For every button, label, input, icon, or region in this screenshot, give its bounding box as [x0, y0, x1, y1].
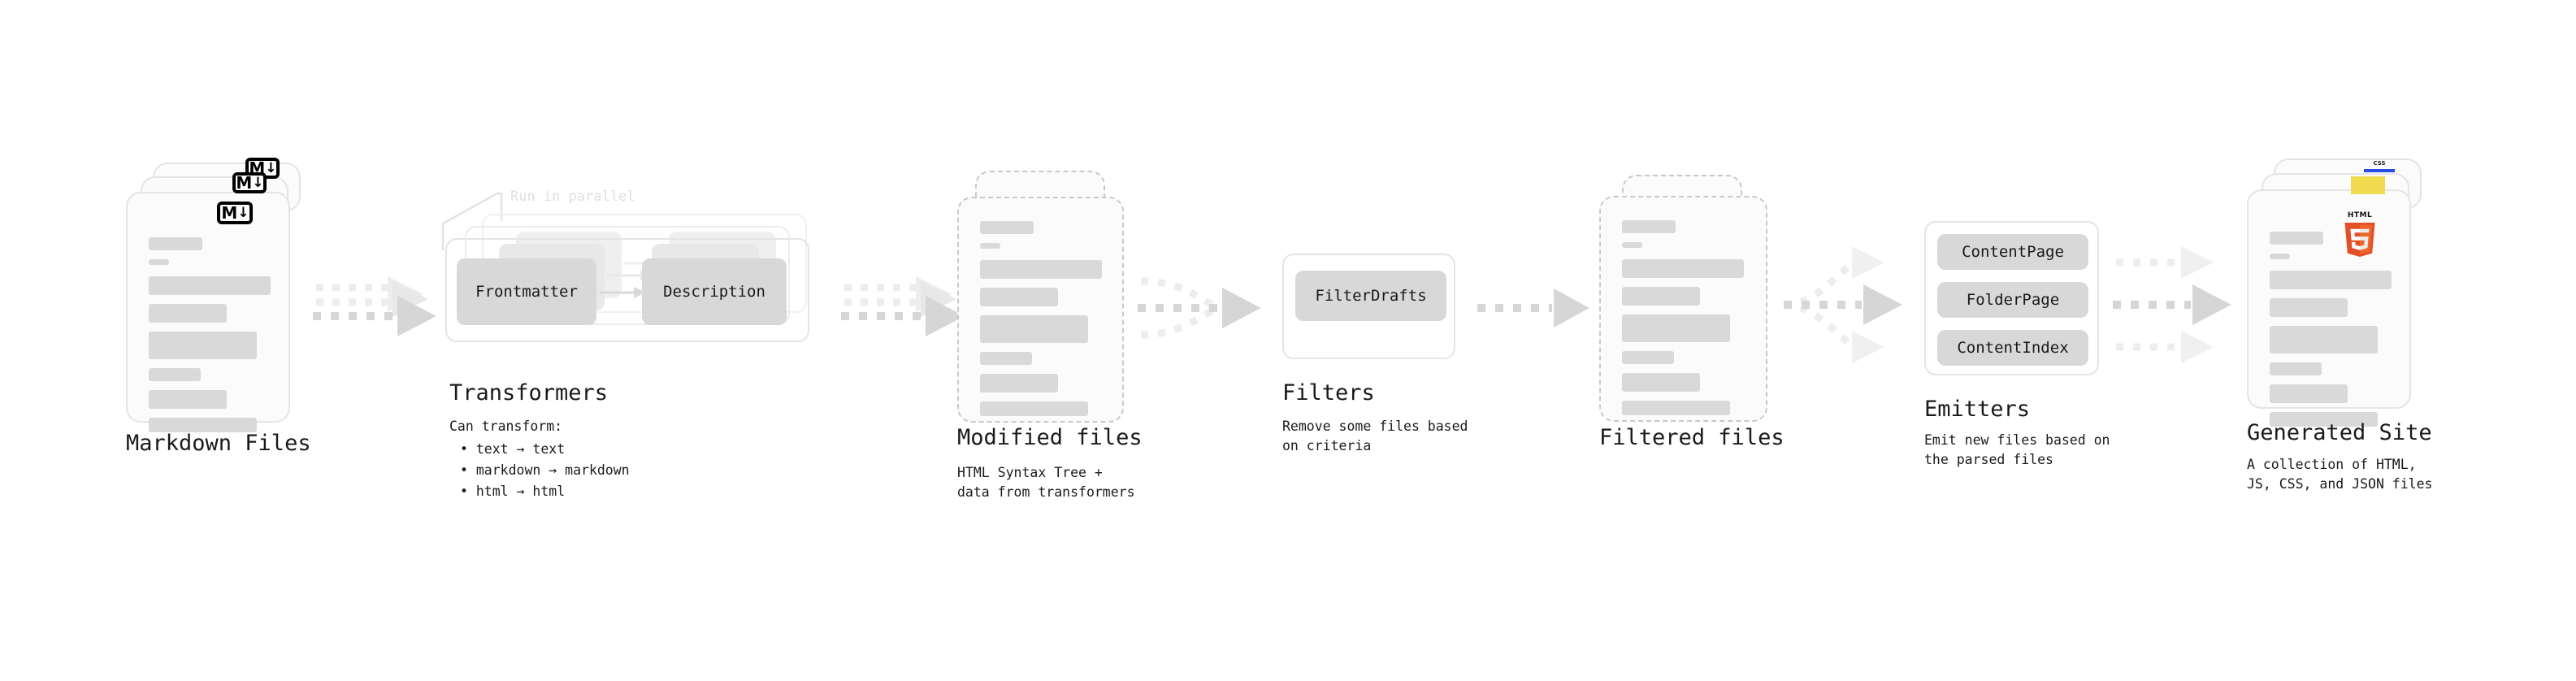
content-bar [1622, 351, 1674, 364]
markdown-icon-arrow: ↓ [265, 159, 276, 176]
filters-subtitle: Remove some files based on criteria [1282, 419, 1468, 453]
modified-sheet-front [957, 197, 1124, 423]
markdown-icon: M↓ [217, 202, 253, 224]
content-bar [980, 352, 1032, 365]
content-bar [980, 401, 1088, 416]
markdown-icon-letter: M [236, 173, 252, 193]
modified-sheet-content [959, 198, 1122, 421]
emitters-chip-contentindex[interactable]: ContentIndex [1937, 330, 2088, 366]
content-bar [1622, 242, 1642, 248]
transformers-bullet-1: • markdown → markdown [460, 462, 630, 478]
connector-filters-to-filtered [1477, 288, 1589, 327]
emitters-chip-contentpage[interactable]: ContentPage [1937, 234, 2088, 270]
content-bar [2270, 326, 2378, 354]
markdown-icon-back-1: M↓ [232, 172, 267, 193]
transformers-group: Run in parallel Frontmatter Description [439, 187, 829, 358]
markdown-files-card-stack: M↓ M↓ M↓ [126, 158, 301, 432]
content-bar [1622, 373, 1700, 392]
content-bar [149, 332, 257, 359]
connector-filtered-to-emitters [1783, 246, 1902, 363]
markdown-sheet-content [128, 193, 288, 432]
transformer-chip-frontmatter[interactable]: Frontmatter [457, 258, 596, 325]
js-icon [2351, 176, 2385, 194]
markdown-icon-letter: M [249, 158, 265, 178]
markdown-sheet-front [126, 192, 290, 432]
content-bar [2270, 384, 2348, 403]
content-bar [149, 259, 169, 265]
content-bar [980, 315, 1088, 343]
filtered-files-title: Filtered files [1599, 425, 1785, 450]
content-bar [2270, 298, 2348, 317]
content-bar [149, 418, 257, 432]
modified-files-subtitle: HTML Syntax Tree + data from transformer… [957, 465, 1135, 500]
content-bar [2270, 254, 2290, 259]
modified-files-title: Modified files [957, 425, 1143, 450]
connector-emitters-to-site [2113, 246, 2231, 363]
content-bar [149, 368, 201, 381]
markdown-icon-arrow: ↓ [252, 174, 263, 191]
content-bar [2270, 362, 2322, 375]
html5-icon: HTML [2343, 211, 2377, 257]
content-bar [149, 390, 227, 409]
content-bar [149, 237, 202, 250]
run-in-parallel-label: Run in parallel [510, 189, 635, 205]
content-bar [1622, 401, 1730, 415]
markdown-files-title: Markdown Files [126, 431, 311, 456]
content-bar [2270, 412, 2378, 427]
filters-title: Filters [1282, 380, 1375, 406]
content-bar [980, 243, 1000, 249]
content-bar [2270, 232, 2323, 245]
emitters-title: Emitters [1924, 397, 2031, 422]
generated-site-subtitle: A collection of HTML, JS, CSS, and JSON … [2247, 457, 2433, 492]
emitters-chip-folderpage[interactable]: FolderPage [1937, 282, 2088, 318]
content-bar [149, 304, 227, 323]
content-bar [1622, 314, 1730, 342]
generated-site-title: Generated Site [2247, 420, 2432, 445]
filtered-sheet-content [1601, 197, 1766, 420]
transformers-subtitle: Can transform: [449, 419, 563, 434]
modified-files-card-stack [957, 171, 1132, 431]
markdown-icon-arrow: ↓ [237, 204, 249, 221]
transformer-chip-description[interactable]: Description [642, 258, 787, 325]
content-bar [1622, 259, 1744, 278]
transformers-bullet-2: • html → html [460, 484, 566, 499]
site-sheet-content [2249, 191, 2409, 427]
content-bar [980, 374, 1058, 393]
transformer-arrow-front [600, 287, 646, 298]
css-icon: CSS [2364, 160, 2395, 173]
site-sheet-front [2247, 189, 2411, 427]
content-bar [1622, 287, 1700, 306]
html5-icon-shield [2344, 223, 2375, 257]
content-bar [1622, 220, 1676, 233]
content-bar [980, 260, 1102, 279]
filtered-files-card-stack [1599, 175, 1774, 435]
filters-panel[interactable]: FilterDrafts [1282, 254, 1455, 359]
content-bar [2270, 271, 2392, 289]
run-in-parallel-bracket [441, 192, 503, 250]
generated-site-card-stack: CSS HTML [2247, 158, 2422, 427]
content-bar [149, 276, 271, 295]
emitters-panel[interactable]: ContentPage FolderPage ContentIndex [1924, 221, 2099, 375]
filters-chip-filterdrafts[interactable]: FilterDrafts [1295, 271, 1446, 321]
connector-transformers-to-modified [841, 276, 965, 336]
connector-modified-to-filters [1138, 277, 1261, 339]
transformers-bullet-0: • text → text [460, 441, 566, 457]
transformers-title: Transformers [449, 380, 609, 406]
transformer-panel-front[interactable]: Frontmatter Description [445, 238, 809, 342]
emitters-subtitle: Emit new files based on the parsed files [1924, 432, 2110, 467]
markdown-icon-letter: M [221, 203, 237, 223]
css-icon-underline [2364, 169, 2395, 172]
content-bar [980, 221, 1034, 234]
css-icon-label: CSS [2373, 160, 2386, 167]
content-bar [980, 288, 1058, 306]
connector-md-to-transformers [313, 276, 436, 336]
html5-icon-wordmark: HTML [2347, 211, 2373, 219]
filtered-sheet-front [1599, 196, 1767, 422]
